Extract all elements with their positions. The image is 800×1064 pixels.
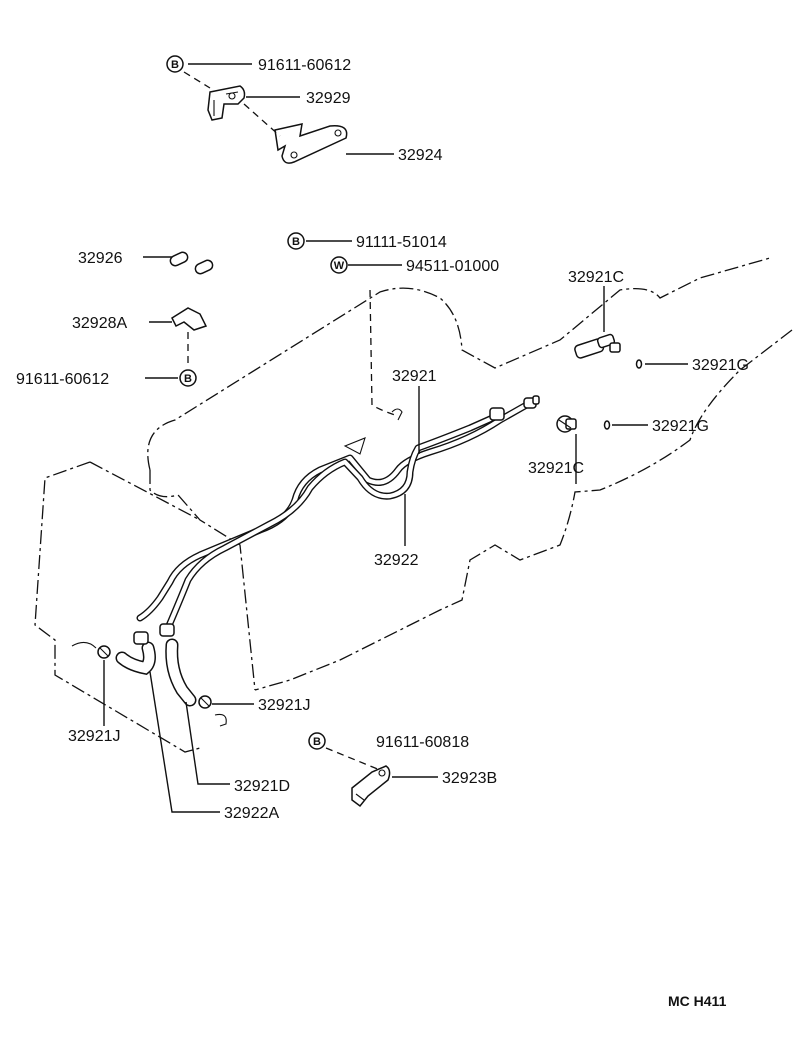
callout-32926: 32926 (78, 250, 123, 267)
plug-32926 (169, 251, 214, 275)
clip-32921J-left (71, 641, 111, 659)
transmission-outline (34, 257, 793, 753)
callout-32921D: 32921D (234, 778, 290, 795)
callout-32921J-left: 32921J (68, 728, 121, 745)
callout-32923B: 32923B (442, 770, 497, 787)
callout-32928A: 32928A (72, 315, 127, 332)
clip-32921J-right (198, 695, 227, 727)
callout-94511-01000: 94511-01000 (406, 258, 499, 275)
svg-text:B: B (184, 373, 192, 385)
bolt-badge-91111: B (287, 232, 305, 250)
callout-32921J-right: 32921J (258, 697, 311, 714)
leader-bolt-to-lower-bracket (325, 747, 381, 771)
figure-code: MC H411 (668, 993, 727, 1009)
svg-text:B: B (313, 736, 321, 748)
gasket-32921G-upper (635, 359, 643, 369)
callout-91611-60612-left: 91611-60612 (16, 371, 109, 388)
bolt-badge-left: B (179, 369, 197, 387)
clamp-32928A (171, 307, 208, 331)
oil-cooler-pipes (136, 289, 540, 632)
callout-32921C-upper: 32921C (568, 269, 624, 286)
callout-91111-51014: 91111-51014 (356, 234, 447, 251)
callout-32922A: 32922A (224, 805, 279, 822)
bolt-badge-top: B (166, 55, 184, 73)
bolt-badge-lower: B (308, 732, 326, 750)
pipe-end-left (133, 631, 149, 645)
hose-32922A (115, 641, 156, 675)
bracket-32923B (351, 765, 391, 808)
hose-32921D (165, 638, 197, 707)
leader-bolt-to-bracket (183, 71, 281, 137)
union-32921C-upper (574, 333, 621, 359)
union-32921C-lower (556, 415, 577, 433)
leader-lines (103, 63, 688, 813)
washer-badge-94511: W (330, 256, 348, 274)
callout-32921G-upper: 32921G (692, 357, 749, 374)
gasket-32921G-lower (603, 420, 611, 430)
callout-32929: 32929 (306, 90, 351, 107)
callout-32922: 32922 (374, 552, 419, 569)
callout-32921: 32921 (392, 368, 437, 385)
svg-text:B: B (171, 59, 179, 71)
svg-text:B: B (292, 236, 300, 248)
bracket-32924 (274, 123, 348, 164)
callout-32921C-lower: 32921C (528, 460, 584, 477)
callout-32924: 32924 (398, 147, 443, 164)
pipe-end-right (159, 623, 175, 637)
callout-91611-60612-top: 91611-60612 (258, 57, 351, 74)
bracket-32929 (207, 85, 246, 121)
callout-32921G-lower: 32921G (652, 418, 709, 435)
callout-91611-60818: 91611-60818 (376, 734, 469, 751)
svg-text:W: W (334, 260, 345, 272)
